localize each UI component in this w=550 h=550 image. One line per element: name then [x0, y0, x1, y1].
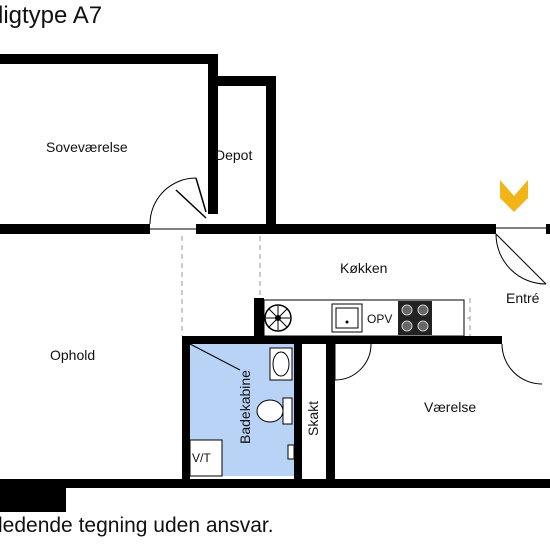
room-label-vaerelse: Værelse — [424, 399, 476, 415]
room-label-sovevaerelse: Soveværelse — [46, 139, 128, 155]
walls — [0, 54, 550, 512]
room-label-koekken: Køkken — [340, 260, 387, 276]
fan-icon — [264, 304, 292, 332]
doors — [149, 177, 547, 385]
toilet-icon — [256, 397, 293, 425]
disclaimer-text: ledende tegning uden ansvar. — [0, 514, 274, 537]
room-label-skakt: Skakt — [305, 401, 321, 436]
stove-icon — [398, 301, 432, 335]
opv-label: OPV — [367, 312, 392, 326]
plan-title: ligtype A7 — [0, 2, 103, 29]
room-label-badekabine: Badekabine — [237, 370, 253, 444]
room-label-depot: Depot — [215, 147, 252, 163]
room-label-entre: Entré — [506, 290, 540, 306]
chevron-down-icon — [500, 180, 528, 212]
kitchen-counter — [263, 299, 465, 337]
shaft-inner — [287, 444, 295, 460]
vt-box — [189, 439, 223, 477]
room-label-ophold: Ophold — [50, 347, 95, 363]
sink-icon — [331, 303, 363, 333]
vt-label: V/T — [192, 451, 211, 465]
washbasin-icon — [269, 347, 293, 381]
